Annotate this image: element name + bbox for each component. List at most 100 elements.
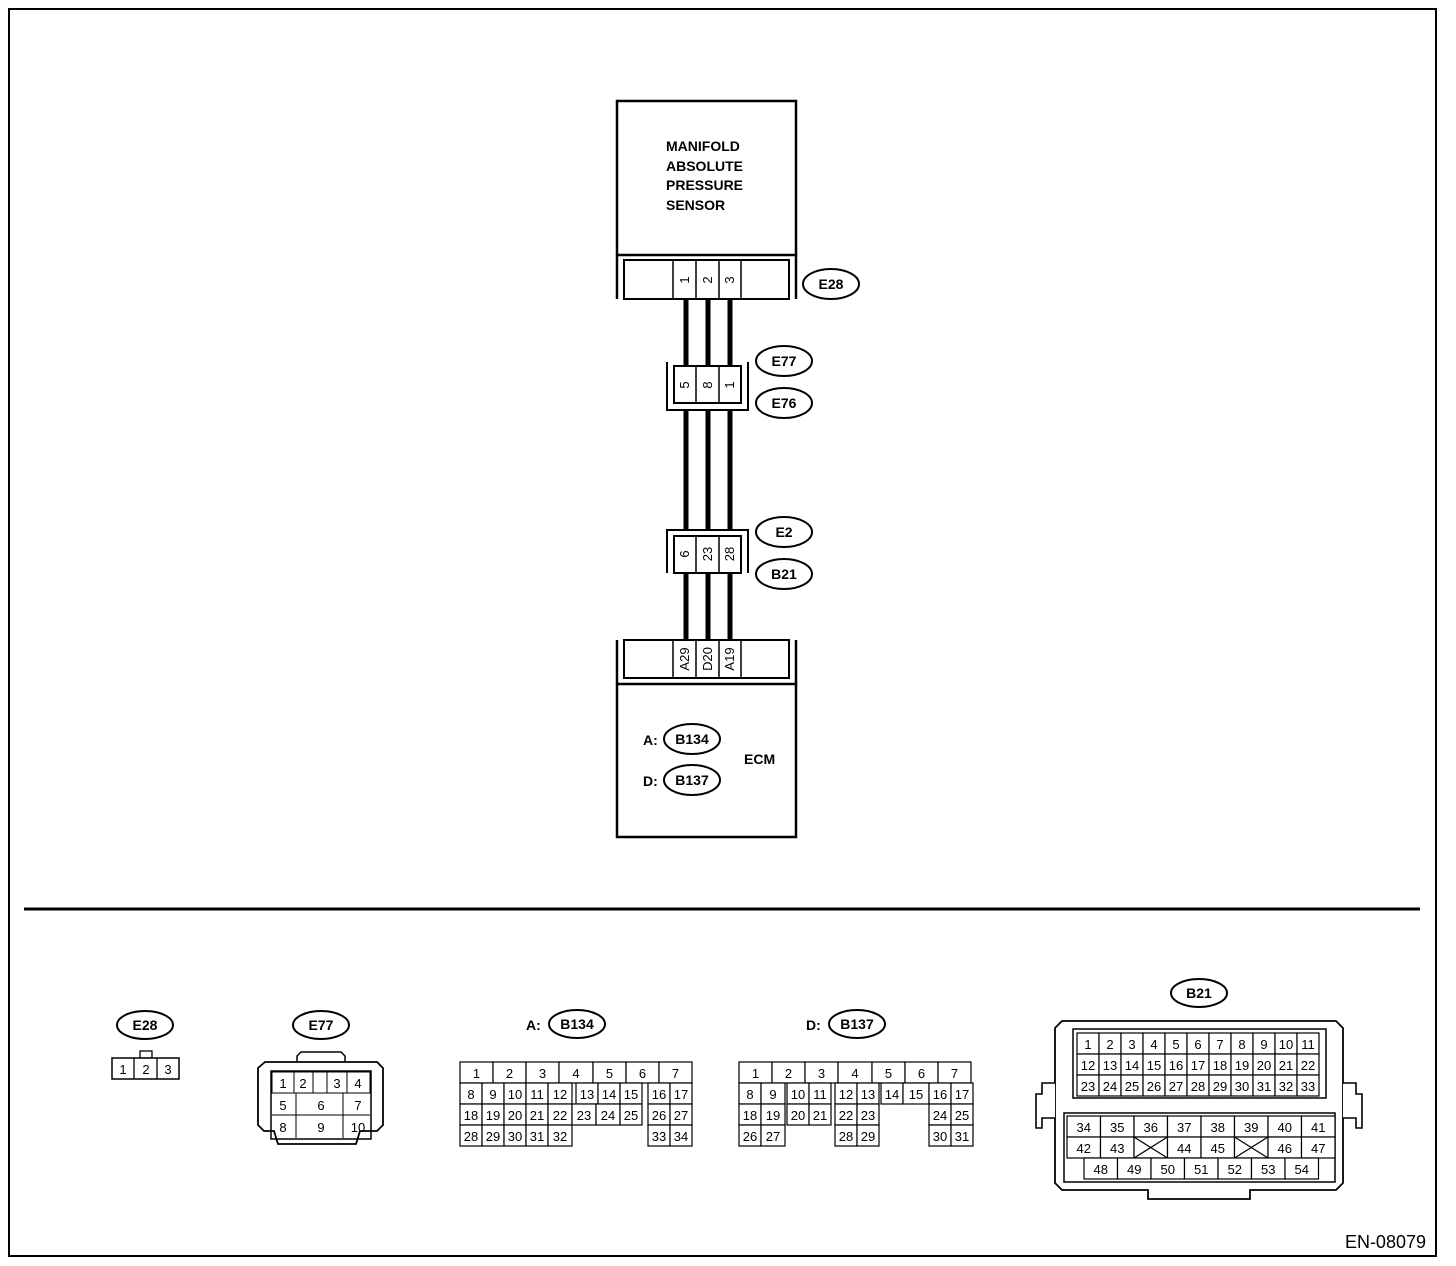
b21-pin-22: 22 (1301, 1058, 1315, 1073)
b21-pin-16: 16 (1169, 1058, 1183, 1073)
b134-pin-6: 6 (639, 1066, 646, 1081)
b21-pin-48: 48 (1094, 1162, 1108, 1177)
joint2-pin-b: 23 (700, 547, 715, 561)
svg-text:6: 6 (317, 1098, 324, 1113)
b137-pin-20: 20 (791, 1108, 805, 1123)
b21-pin-46: 46 (1278, 1141, 1292, 1156)
joint1-pin-a: 5 (677, 381, 692, 388)
svg-text:A:: A: (526, 1017, 541, 1033)
b137-pin-10: 10 (791, 1087, 805, 1102)
b21-pin-19: 19 (1235, 1058, 1249, 1073)
joint2-pin-a: 6 (677, 550, 692, 557)
ecm-conn-d-prefix: D: (643, 773, 658, 789)
b137-pin-17: 17 (955, 1087, 969, 1102)
b134-pin-24: 24 (601, 1108, 615, 1123)
b134-pin-12: 12 (553, 1087, 567, 1102)
b134-pin-14: 14 (602, 1087, 616, 1102)
b134-pin-18: 18 (464, 1108, 478, 1123)
b21-pin-35: 35 (1110, 1120, 1124, 1135)
b21-pin-17: 17 (1191, 1058, 1205, 1073)
joint-connector-1: 5 8 1 (666, 362, 749, 411)
b21-pin-18: 18 (1213, 1058, 1227, 1073)
b21-pin-34: 34 (1077, 1120, 1091, 1135)
outer-frame (8, 8, 1437, 1257)
b21-pin-42: 42 (1077, 1141, 1091, 1156)
ecm-pin-a19: A19 (722, 647, 737, 670)
svg-text:E77: E77 (309, 1017, 334, 1033)
b21-pin-21: 21 (1279, 1058, 1293, 1073)
b137-pin-29: 29 (861, 1129, 875, 1144)
ecm-block: A: B134 D: B137 ECM (615, 682, 798, 839)
b137-pin-13: 13 (861, 1087, 875, 1102)
b137-pin-28: 28 (839, 1129, 853, 1144)
sensor-title-1: MANIFOLD (666, 138, 740, 154)
b137-pin-3: 3 (818, 1066, 825, 1081)
b21-pin-3: 3 (1128, 1037, 1135, 1052)
b134-pin-29: 29 (486, 1129, 500, 1144)
b21-pin-1: 1 (1084, 1037, 1091, 1052)
svg-text:B21: B21 (1186, 985, 1212, 1001)
sensor-title-4: SENSOR (666, 197, 725, 213)
b134-pin-19: 19 (486, 1108, 500, 1123)
b134-pin-23: 23 (577, 1108, 591, 1123)
svg-text:E28: E28 (133, 1017, 158, 1033)
b134-pin-4: 4 (572, 1066, 579, 1081)
b21-pin-13: 13 (1103, 1058, 1117, 1073)
b137-pin-22: 22 (839, 1108, 853, 1123)
sensor-title-3: PRESSURE (666, 177, 743, 193)
b21-pin-31: 31 (1257, 1079, 1271, 1094)
b137-pin-30: 30 (933, 1129, 947, 1144)
svg-text:1: 1 (119, 1062, 126, 1077)
b137-pin-21-cell (808, 1103, 832, 1126)
b21-pin-44: 44 (1177, 1141, 1191, 1156)
b137-pin-31-cell (950, 1124, 974, 1147)
sensor-pin-1: 1 (677, 276, 692, 283)
svg-text:4: 4 (354, 1076, 361, 1091)
ecm-label: ECM (744, 751, 775, 767)
b137-pin-5: 5 (885, 1066, 892, 1081)
b137-pin-14: 14 (885, 1087, 899, 1102)
ecm-pin-d20: D20 (700, 647, 715, 671)
b137-pin-29-cell (856, 1124, 880, 1147)
b21-pin-7: 7 (1216, 1037, 1223, 1052)
b137-pin-25: 25 (955, 1108, 969, 1123)
b21-pin-47: 47 (1311, 1141, 1325, 1156)
b134-pin-31: 31 (530, 1129, 544, 1144)
b134-pin-33: 33 (652, 1129, 666, 1144)
b21-pin-43: 43 (1110, 1141, 1124, 1156)
svg-text:2: 2 (299, 1076, 306, 1091)
b137-pin-16: 16 (933, 1087, 947, 1102)
b21-pin-5: 5 (1172, 1037, 1179, 1052)
b137-pin-27: 27 (766, 1129, 780, 1144)
b21-pin-6: 6 (1194, 1037, 1201, 1052)
figure-id: EN-08079 (1345, 1232, 1426, 1252)
b21-pin-11: 11 (1301, 1037, 1315, 1052)
joint-connector-2: 6 23 28 (666, 529, 749, 574)
b134-pin-32: 32 (553, 1129, 567, 1144)
b134-pin-17: 17 (674, 1087, 688, 1102)
b21-pin-28: 28 (1191, 1079, 1205, 1094)
b134-pin-34: 34 (674, 1129, 688, 1144)
b21-pin-10: 10 (1279, 1037, 1293, 1052)
svg-text:5: 5 (279, 1098, 286, 1113)
sensor-title-2: ABSOLUTE (666, 158, 743, 174)
b134-pin-27: 27 (674, 1108, 688, 1123)
b137-pin-21: 21 (813, 1108, 827, 1123)
b21-pin-45: 45 (1211, 1141, 1225, 1156)
b134-pin-34-cell (669, 1124, 693, 1147)
b137-pin-4: 4 (851, 1066, 858, 1081)
b134-pin-1: 1 (473, 1066, 480, 1081)
b137-pin-19: 19 (766, 1108, 780, 1123)
b134-pin-32-cell (547, 1124, 573, 1147)
b137-pin-31: 31 (955, 1129, 969, 1144)
b137-pin-2: 2 (785, 1066, 792, 1081)
b137-pin-8: 8 (746, 1087, 753, 1102)
b134-pin-9: 9 (489, 1087, 496, 1102)
svg-text:7: 7 (354, 1098, 361, 1113)
svg-text:3: 3 (333, 1076, 340, 1091)
b134-pin-21: 21 (530, 1108, 544, 1123)
b137-pin-12: 12 (839, 1087, 853, 1102)
sensor-pin-2: 2 (700, 276, 715, 283)
